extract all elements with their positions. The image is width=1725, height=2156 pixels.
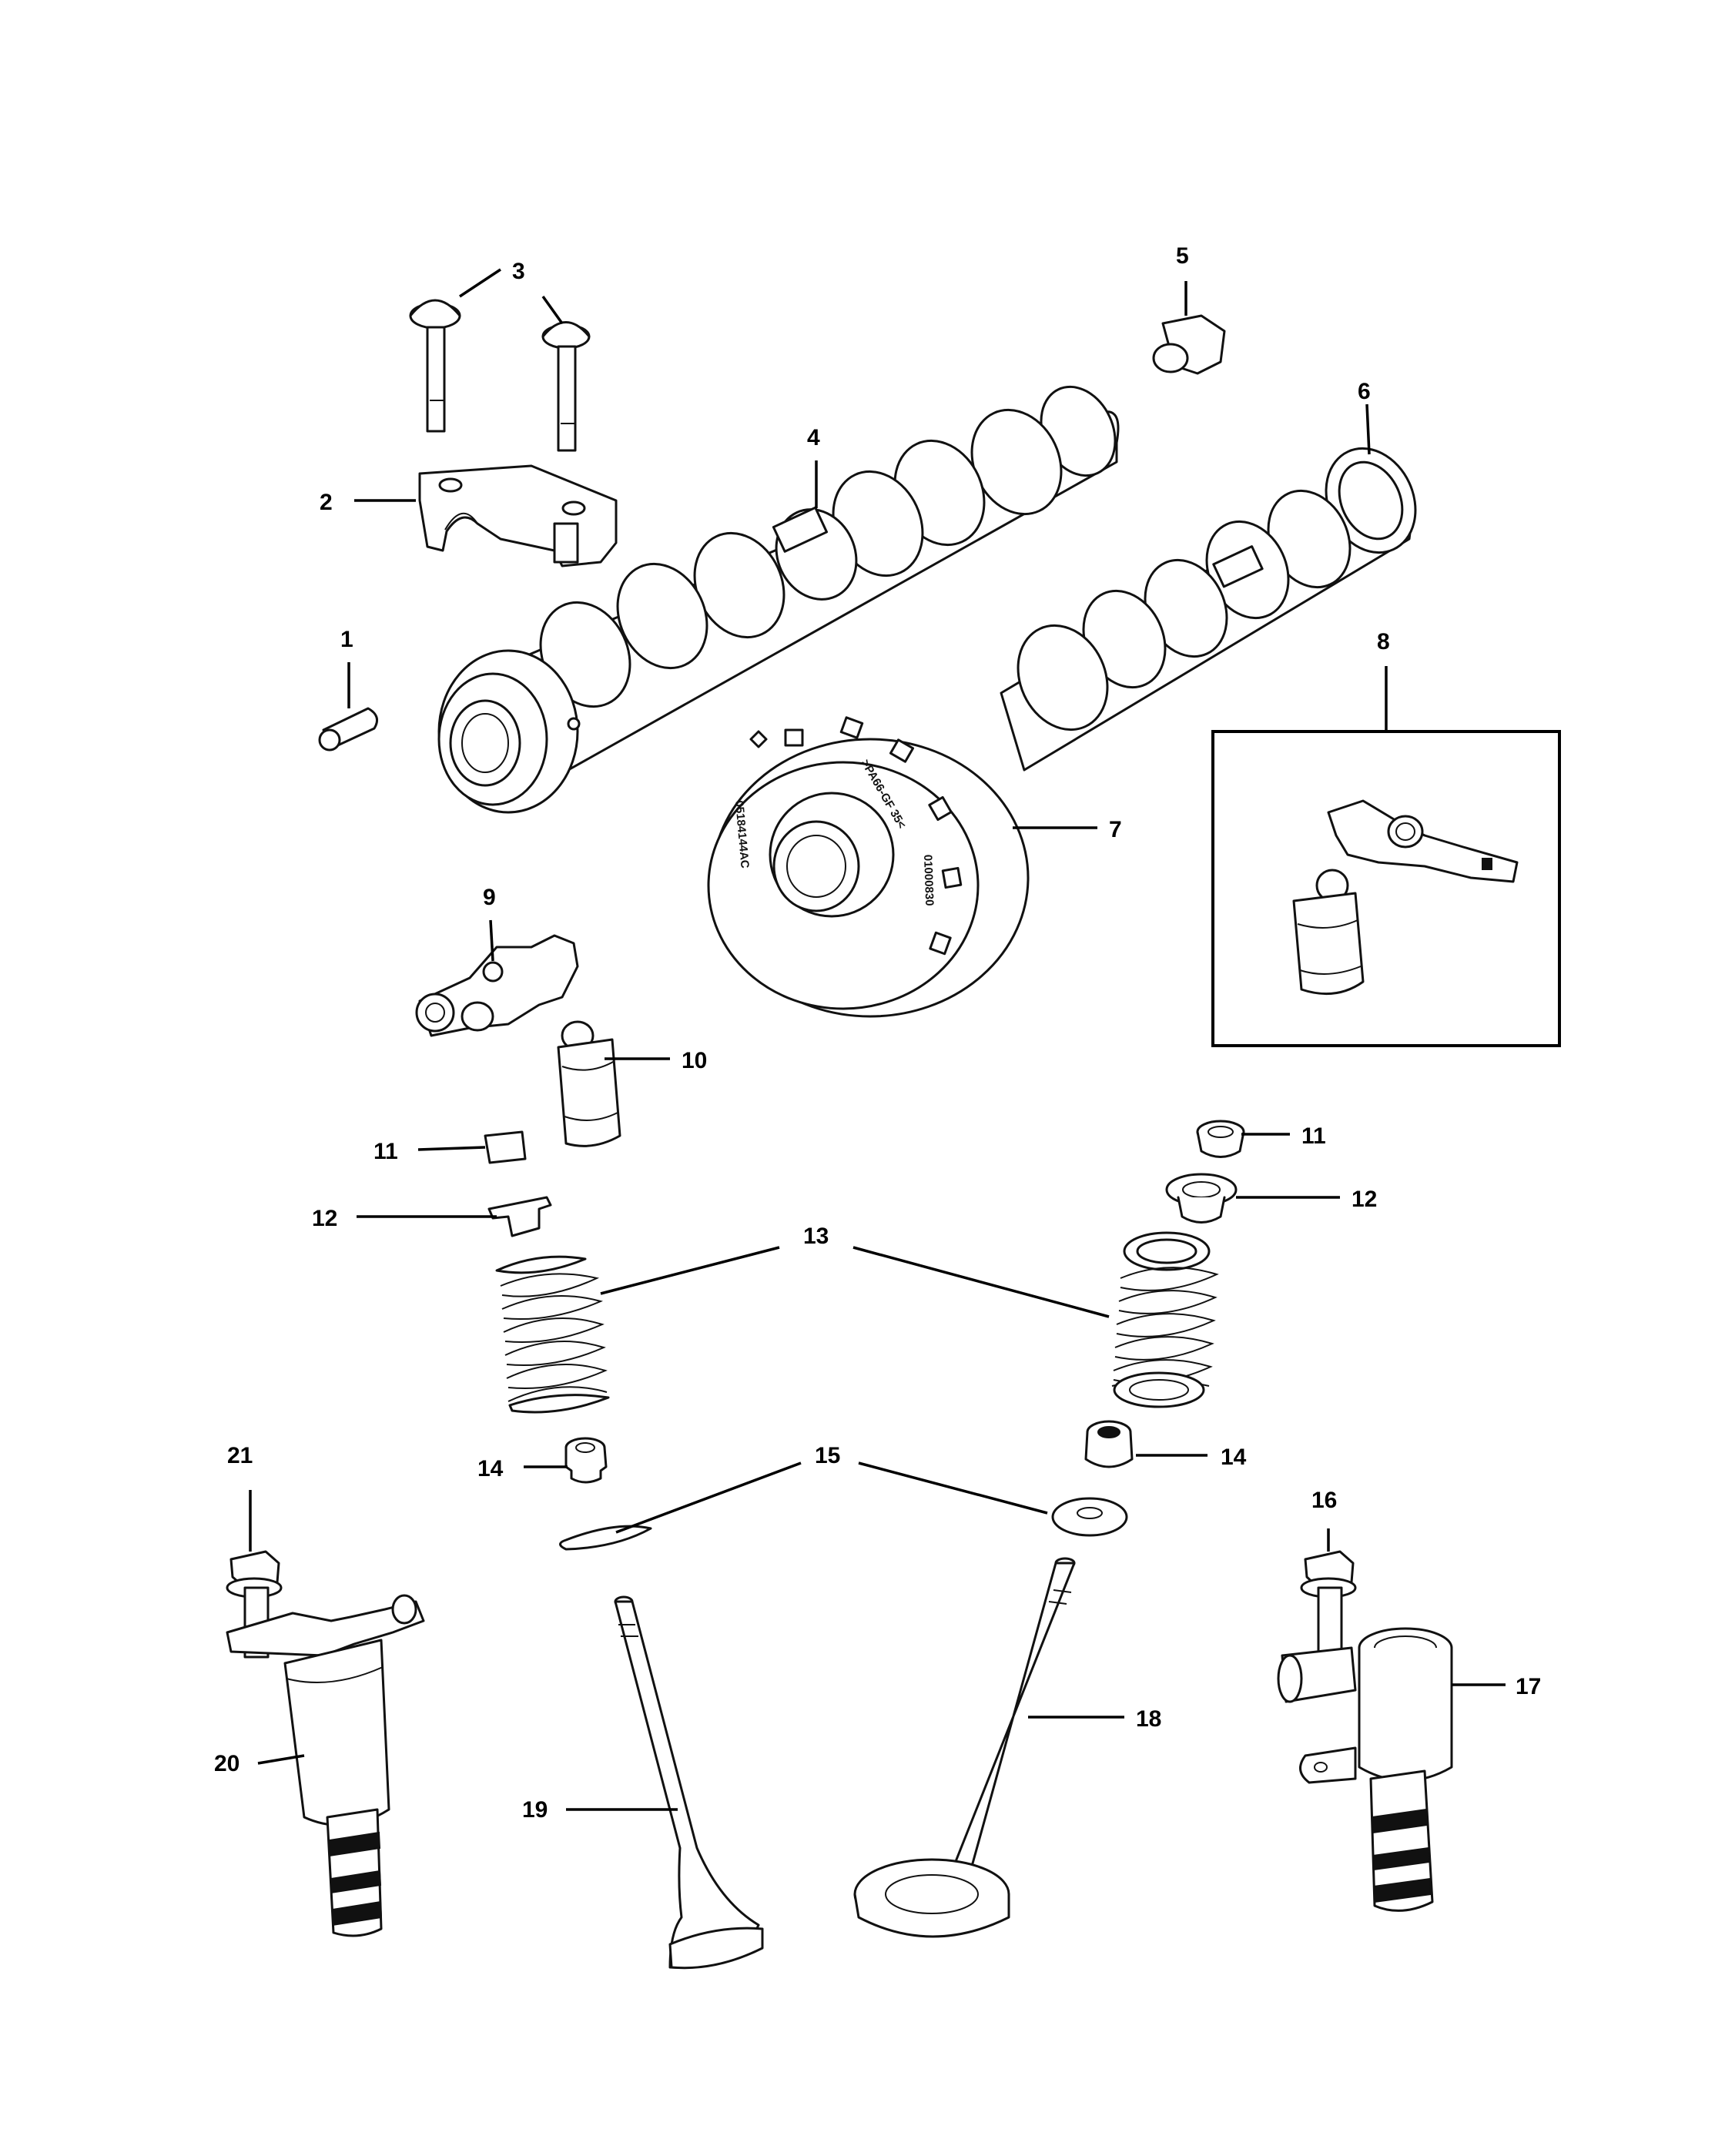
callout-14-left: 14	[477, 1456, 504, 1481]
part-15-washer-left	[559, 1525, 652, 1551]
callout-18: 18	[1136, 1706, 1161, 1732]
callout-6: 6	[1358, 379, 1371, 404]
callout-14-right: 14	[1221, 1445, 1247, 1470]
callout-12-left: 12	[312, 1206, 337, 1231]
part-11-valve-keeper-right	[1196, 1120, 1245, 1158]
part-3-bolt-right	[541, 321, 591, 452]
part-1-dowel-pin	[318, 707, 379, 752]
part-12-spring-retainer-left	[487, 1196, 552, 1237]
callout-7: 7	[1109, 817, 1122, 842]
part-5-plug	[1152, 314, 1226, 375]
callout-11-right: 11	[1301, 1123, 1326, 1149]
callout-9: 9	[483, 885, 496, 910]
callout-4: 4	[807, 425, 820, 450]
callout-16: 16	[1311, 1488, 1337, 1513]
part-6-camshaft	[1000, 447, 1417, 772]
phaser-code-stamp: 01000830	[921, 855, 936, 906]
part-19-valve	[614, 1595, 764, 1970]
callout-2: 2	[320, 490, 333, 515]
part-17-vvt-solenoid	[1277, 1627, 1453, 1912]
kit-rocker-arm	[1327, 799, 1519, 883]
callout-labels: 3 5 6 4 2 1 8 7 9 10 11 11 12 12 13 14 1…	[214, 243, 1541, 1823]
part-14-valve-stem-seal-left	[564, 1437, 608, 1484]
callout-20: 20	[214, 1751, 239, 1776]
part-16-bolt	[1300, 1550, 1357, 1659]
callout-19: 19	[522, 1797, 548, 1823]
leader-lines	[249, 268, 1506, 1811]
callout-17: 17	[1516, 1674, 1541, 1699]
callout-11-left: 11	[373, 1139, 398, 1164]
callout-15: 15	[815, 1443, 840, 1468]
callout-12-right: 12	[1352, 1187, 1377, 1212]
part-20-vvt-solenoid	[226, 1594, 425, 1937]
callout-8: 8	[1377, 629, 1390, 654]
part-15-washer-right	[1051, 1497, 1128, 1537]
part-12-spring-retainer-right	[1165, 1173, 1238, 1224]
part-9-rocker-arm	[415, 934, 579, 1037]
part-10-hydraulic-lifter	[557, 1020, 621, 1147]
part-13-valve-spring-right	[1111, 1231, 1219, 1408]
part-13-valve-spring-left	[495, 1255, 610, 1414]
part-18-valve	[853, 1557, 1076, 1938]
part-3-bolt-left	[409, 299, 461, 433]
part-4-camshaft	[437, 385, 1120, 814]
kit-hydraulic-lifter	[1292, 869, 1365, 996]
callout-10: 10	[682, 1048, 707, 1073]
callout-1: 1	[340, 627, 353, 652]
part-14-valve-stem-seal-right	[1084, 1420, 1134, 1468]
part-2-camshaft-bearing-cap	[418, 464, 618, 567]
callout-13: 13	[803, 1224, 829, 1249]
part-7-cam-phaser: 05184144AC >PA66-GF 35< 01000830	[707, 716, 1030, 1018]
callout-3: 3	[512, 259, 525, 284]
part-8-rocker-lifter-kit-box	[1211, 730, 1561, 1047]
callout-5: 5	[1176, 243, 1189, 269]
part-11-valve-keeper-left	[484, 1130, 527, 1164]
callout-21: 21	[227, 1443, 253, 1468]
